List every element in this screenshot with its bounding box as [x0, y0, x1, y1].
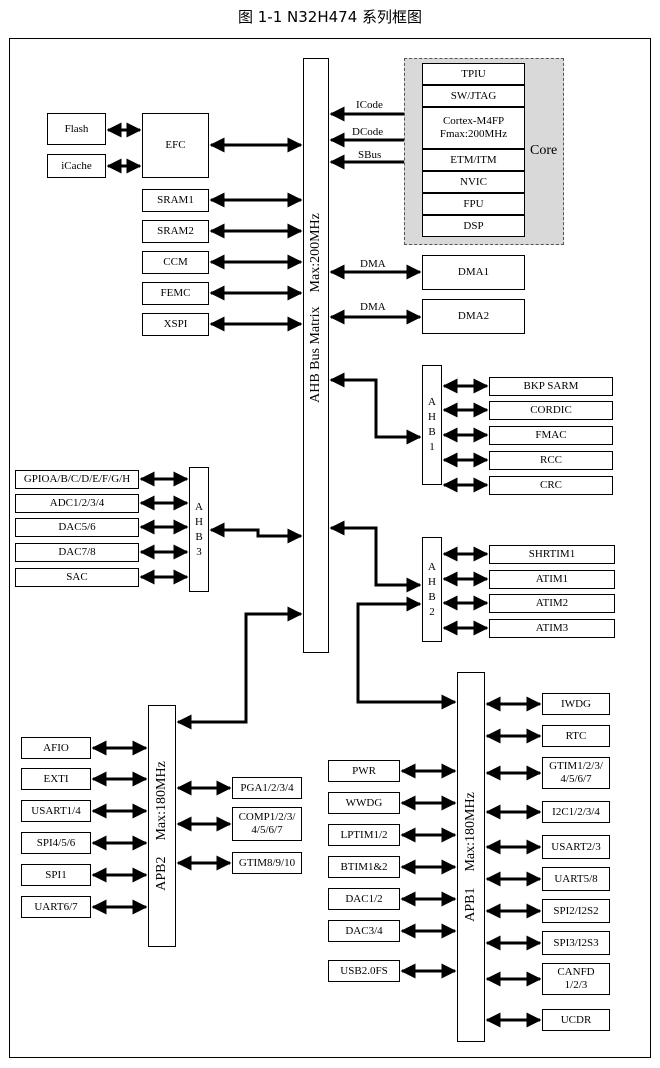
- ahb1-cordic-block: CORDIC: [489, 401, 613, 420]
- apb1-gtim1-2-3-4-5-6-7-block: GTIM1/2/3/ 4/5/6/7: [542, 757, 610, 789]
- dma2-block: DMA2: [422, 299, 525, 334]
- apb1-pwr-block: PWR: [328, 760, 400, 782]
- xspi-block: XSPI: [142, 313, 209, 336]
- sram2-block: SRAM2: [142, 220, 209, 243]
- ahb3-adc1-2-3-4-block: ADC1/2/3/4: [15, 494, 139, 513]
- dma1-block: DMA1: [422, 255, 525, 290]
- apb1-link-arrow: [356, 596, 457, 710]
- apb1-text: APB1 Max:180MHz: [463, 792, 479, 922]
- core-label: Core: [530, 143, 558, 158]
- ahb1-link-arrow: [329, 372, 422, 445]
- apb1-wwdg-block: WWDG: [328, 792, 400, 814]
- apb2-link-arrow: [176, 606, 303, 730]
- ahb3-bridge: A H B 3: [189, 467, 209, 592]
- apb2-freq: Max:180MHz: [154, 761, 169, 841]
- ahb1-bkp-sarm-block: BKP SARM: [489, 377, 613, 396]
- apb1-btim1-2-block: BTIM1&2: [328, 856, 400, 878]
- apb1-ucdr-block: UCDR: [542, 1009, 610, 1031]
- apb1-canfd-1-2-3-block: CANFD 1/2/3: [542, 963, 610, 995]
- ahb3-gpioa-b-c-d-e-f-g-h-block: GPIOA/B/C/D/E/F/G/H: [15, 470, 139, 489]
- icode-label: ICode: [356, 99, 383, 111]
- apb2-afio-block: AFIO: [21, 737, 91, 759]
- tpiu-block: TPIU: [422, 63, 525, 85]
- cortex-m4fp-block: Cortex-M4FP Fmax:200MHz: [422, 107, 525, 149]
- apb1-freq: Max:180MHz: [463, 792, 478, 872]
- apb1-dac3-4-block: DAC3/4: [328, 920, 400, 942]
- apb1-dac1-2-block: DAC1/2: [328, 888, 400, 910]
- bus-matrix-label: AHB Bus Matrix: [308, 306, 323, 403]
- efc-block: EFC: [142, 113, 209, 178]
- dsp-block: DSP: [422, 215, 525, 237]
- apb1-iwdg-block: IWDG: [542, 693, 610, 715]
- apb2-uart6-7-block: UART6/7: [21, 896, 91, 918]
- sram1-block: SRAM1: [142, 189, 209, 212]
- ahb-bus-matrix: AHB Bus Matrix Max:200MHz: [303, 58, 329, 653]
- apb1-uart5-8-block: UART5/8: [542, 867, 610, 891]
- apb2-label: APB2: [154, 856, 169, 891]
- ahb-bus-matrix-text: AHB Bus Matrix Max:200MHz: [308, 213, 324, 403]
- apb2-usart1-4-block: USART1/4: [21, 800, 91, 822]
- ahb1-crc-block: CRC: [489, 476, 613, 495]
- apb1-label: APB1: [463, 887, 478, 922]
- ahb3-dac7-8-block: DAC7/8: [15, 543, 139, 562]
- apb2-gtim8-9-10-block: GTIM8/9/10: [232, 852, 302, 874]
- femc-block: FEMC: [142, 282, 209, 305]
- figure-title: 图 1-1 N32H474 系列框图: [237, 8, 423, 26]
- ahb2-bridge: A H B 2: [422, 537, 442, 642]
- apb1-usart2-3-block: USART2/3: [542, 835, 610, 859]
- ahb2-atim1-block: ATIM1: [489, 570, 615, 589]
- flash-block: Flash: [47, 113, 106, 145]
- apb1-rtc-block: RTC: [542, 725, 610, 747]
- apb2-pga1-2-3-4-block: PGA1/2/3/4: [232, 777, 302, 799]
- icache-block: iCache: [47, 154, 106, 178]
- ahb1-bridge: A H B 1: [422, 365, 442, 485]
- ahb1-fmac-block: FMAC: [489, 426, 613, 445]
- etm-itm-block: ETM/ITM: [422, 149, 525, 171]
- apb1-lptim1-2-block: LPTIM1/2: [328, 824, 400, 846]
- apb1-usb2-0fs-block: USB2.0FS: [328, 960, 400, 982]
- ahb2-letters: A H B 2: [428, 560, 436, 618]
- fpu-block: FPU: [422, 193, 525, 215]
- apb2-spi1-block: SPI1: [21, 864, 91, 886]
- cortex-freq: Fmax:200MHz: [439, 128, 508, 140]
- bus-matrix-freq: Max:200MHz: [308, 213, 323, 293]
- apb2-exti-block: EXTI: [21, 768, 91, 790]
- diagram-frame: [9, 38, 651, 1058]
- ahb2-shrtim1-block: SHRTIM1: [489, 545, 615, 564]
- apb2-comp1-2-3-4-5-6-7-block: COMP1/2/3/ 4/5/6/7: [232, 807, 302, 841]
- cortex-name: Cortex-M4FP: [442, 115, 505, 127]
- ahb2-atim2-block: ATIM2: [489, 594, 615, 613]
- apb1-spi2-i2s2-block: SPI2/I2S2: [542, 899, 610, 923]
- apb2-spi4-5-6-block: SPI4/5/6: [21, 832, 91, 854]
- swjtag-block: SW/JTAG: [422, 85, 525, 107]
- ahb3-dac5-6-block: DAC5/6: [15, 518, 139, 537]
- ahb1-rcc-block: RCC: [489, 451, 613, 470]
- ahb3-link-arrow: [209, 522, 303, 544]
- apb2-text: APB2 Max:180MHz: [154, 761, 170, 891]
- ahb3-sac-block: SAC: [15, 568, 139, 587]
- nvic-block: NVIC: [422, 171, 525, 193]
- ahb1-letters: A H B 1: [428, 396, 436, 453]
- apb1-spi3-i2s3-block: SPI3/I2S3: [542, 931, 610, 955]
- dcode-label: DCode: [352, 126, 384, 138]
- sbus-label: SBus: [358, 149, 382, 161]
- ahb2-link-arrow: [329, 520, 422, 593]
- ccm-block: CCM: [142, 251, 209, 274]
- ahb2-atim3-block: ATIM3: [489, 619, 615, 638]
- dma1-link-label: DMA: [360, 258, 386, 270]
- dma2-link-label: DMA: [360, 301, 386, 313]
- apb2-bridge: APB2 Max:180MHz: [148, 705, 176, 947]
- ahb3-letters: A H B 3: [195, 500, 203, 558]
- apb1-bridge: APB1 Max:180MHz: [457, 672, 485, 1042]
- apb1-i2c1-2-3-4-block: I2C1/2/3/4: [542, 801, 610, 823]
